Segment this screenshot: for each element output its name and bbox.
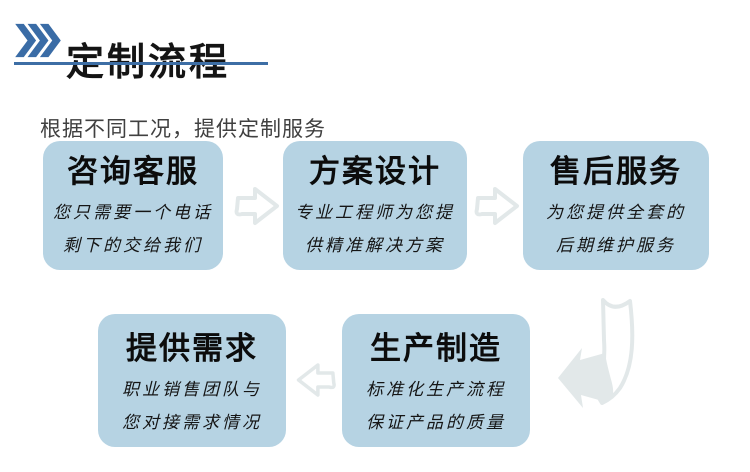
section-subtitle: 根据不同工况，提供定制服务 bbox=[40, 118, 326, 141]
title-underline bbox=[14, 62, 268, 65]
step-desc-line: 保证产品的质量 bbox=[366, 413, 506, 433]
step-title: 售后服务 bbox=[550, 154, 682, 189]
step-box-requirements: 提供需求 职业销售团队与 您对接需求情况 bbox=[98, 314, 286, 447]
step-desc-line: 专业工程师为您提 bbox=[295, 203, 455, 223]
step-desc-line: 剩下的交给我们 bbox=[63, 236, 203, 256]
step-box-production: 生产制造 标准化生产流程 保证产品的质量 bbox=[342, 314, 530, 447]
step-desc-line: 职业销售团队与 bbox=[122, 380, 262, 400]
step-box-consult: 咨询客服 您只需要一个电话 剩下的交给我们 bbox=[43, 141, 223, 270]
step-desc-line: 您对接需求情况 bbox=[122, 413, 262, 433]
flow-arrow-right-icon bbox=[234, 187, 279, 225]
step-box-design: 方案设计 专业工程师为您提 供精准解决方案 bbox=[283, 141, 467, 270]
step-desc-line: 供精准解决方案 bbox=[305, 236, 445, 256]
triple-chevron-icon bbox=[15, 23, 61, 58]
flow-arrow-right-icon bbox=[474, 187, 519, 225]
ribbon-arrow-down-left-icon bbox=[558, 298, 635, 408]
step-title: 咨询客服 bbox=[67, 154, 199, 189]
step-desc-line: 后期维护服务 bbox=[556, 236, 676, 256]
step-title: 生产制造 bbox=[370, 331, 502, 366]
step-desc-line: 为您提供全套的 bbox=[546, 203, 686, 223]
step-box-aftersales: 售后服务 为您提供全套的 后期维护服务 bbox=[523, 141, 709, 270]
step-title: 提供需求 bbox=[126, 331, 258, 366]
flow-arrow-left-icon bbox=[296, 363, 336, 397]
step-title: 方案设计 bbox=[309, 154, 441, 189]
step-desc-line: 您只需要一个电话 bbox=[53, 203, 213, 223]
step-desc-line: 标准化生产流程 bbox=[366, 380, 506, 400]
